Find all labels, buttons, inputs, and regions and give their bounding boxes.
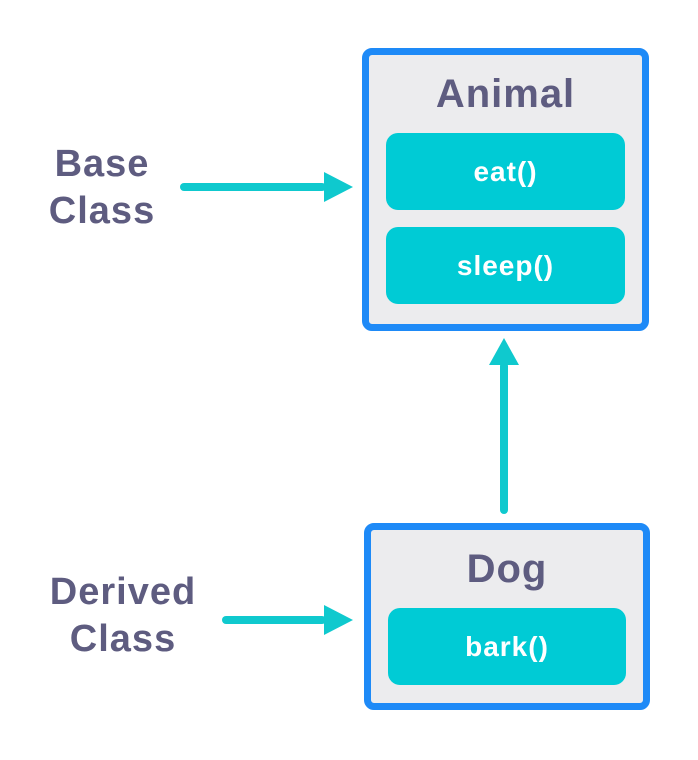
- inheritance-arrow-line: [500, 362, 508, 514]
- base-class-label: Base Class: [48, 143, 156, 232]
- method-sleep: sleep(): [386, 227, 625, 304]
- inheritance-arrow-head-icon: [489, 338, 519, 365]
- method-bark: bark(): [388, 608, 626, 685]
- animal-class-title: Animal: [435, 72, 576, 116]
- derived-class-arrow-line: [222, 616, 326, 624]
- derived-class-arrow-head-icon: [324, 605, 353, 635]
- animal-class-box: Animal eat() sleep(): [362, 48, 649, 331]
- derived-class-label: Derived Class: [49, 571, 197, 660]
- base-class-arrow-head-icon: [324, 172, 353, 202]
- base-class-arrow-line: [180, 183, 326, 191]
- dog-class-box: Dog bark(): [364, 523, 650, 710]
- dog-class-title: Dog: [466, 547, 548, 591]
- method-eat: eat(): [386, 133, 625, 210]
